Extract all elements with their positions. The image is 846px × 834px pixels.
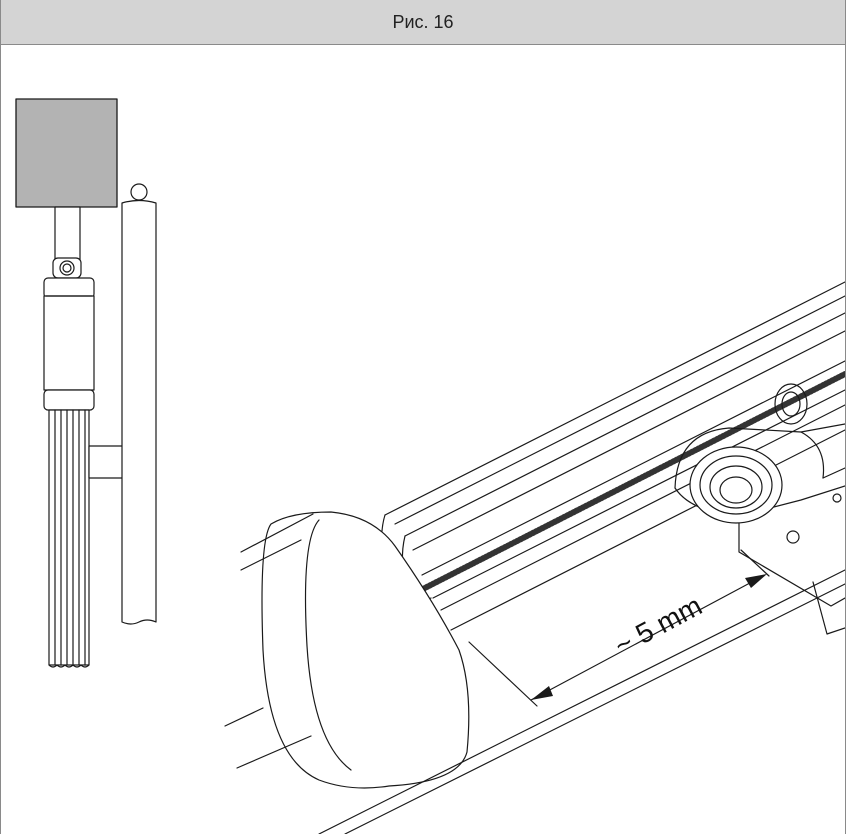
toothed-rack — [414, 371, 845, 595]
connecting-arm — [88, 445, 124, 479]
actuator-rod — [48, 409, 90, 668]
side-view-illustration — [15, 98, 157, 668]
roller-wheel — [689, 446, 783, 524]
actuator-cylinder — [43, 277, 95, 411]
motor-shaft — [54, 206, 81, 265]
dimension-marker — [468, 549, 770, 707]
motor-housing — [224, 511, 845, 834]
figure-title: Рис. 16 — [392, 11, 454, 32]
gate-post — [121, 183, 157, 625]
technical-drawing: ~ 5 mm — [15, 98, 845, 834]
rail-detail-illustration: ~ 5 mm — [224, 281, 845, 834]
dimension-label: ~ 5 mm — [609, 590, 707, 662]
figure-title-bar: Рис. 16 — [1, 0, 845, 45]
motor-block — [15, 98, 118, 208]
